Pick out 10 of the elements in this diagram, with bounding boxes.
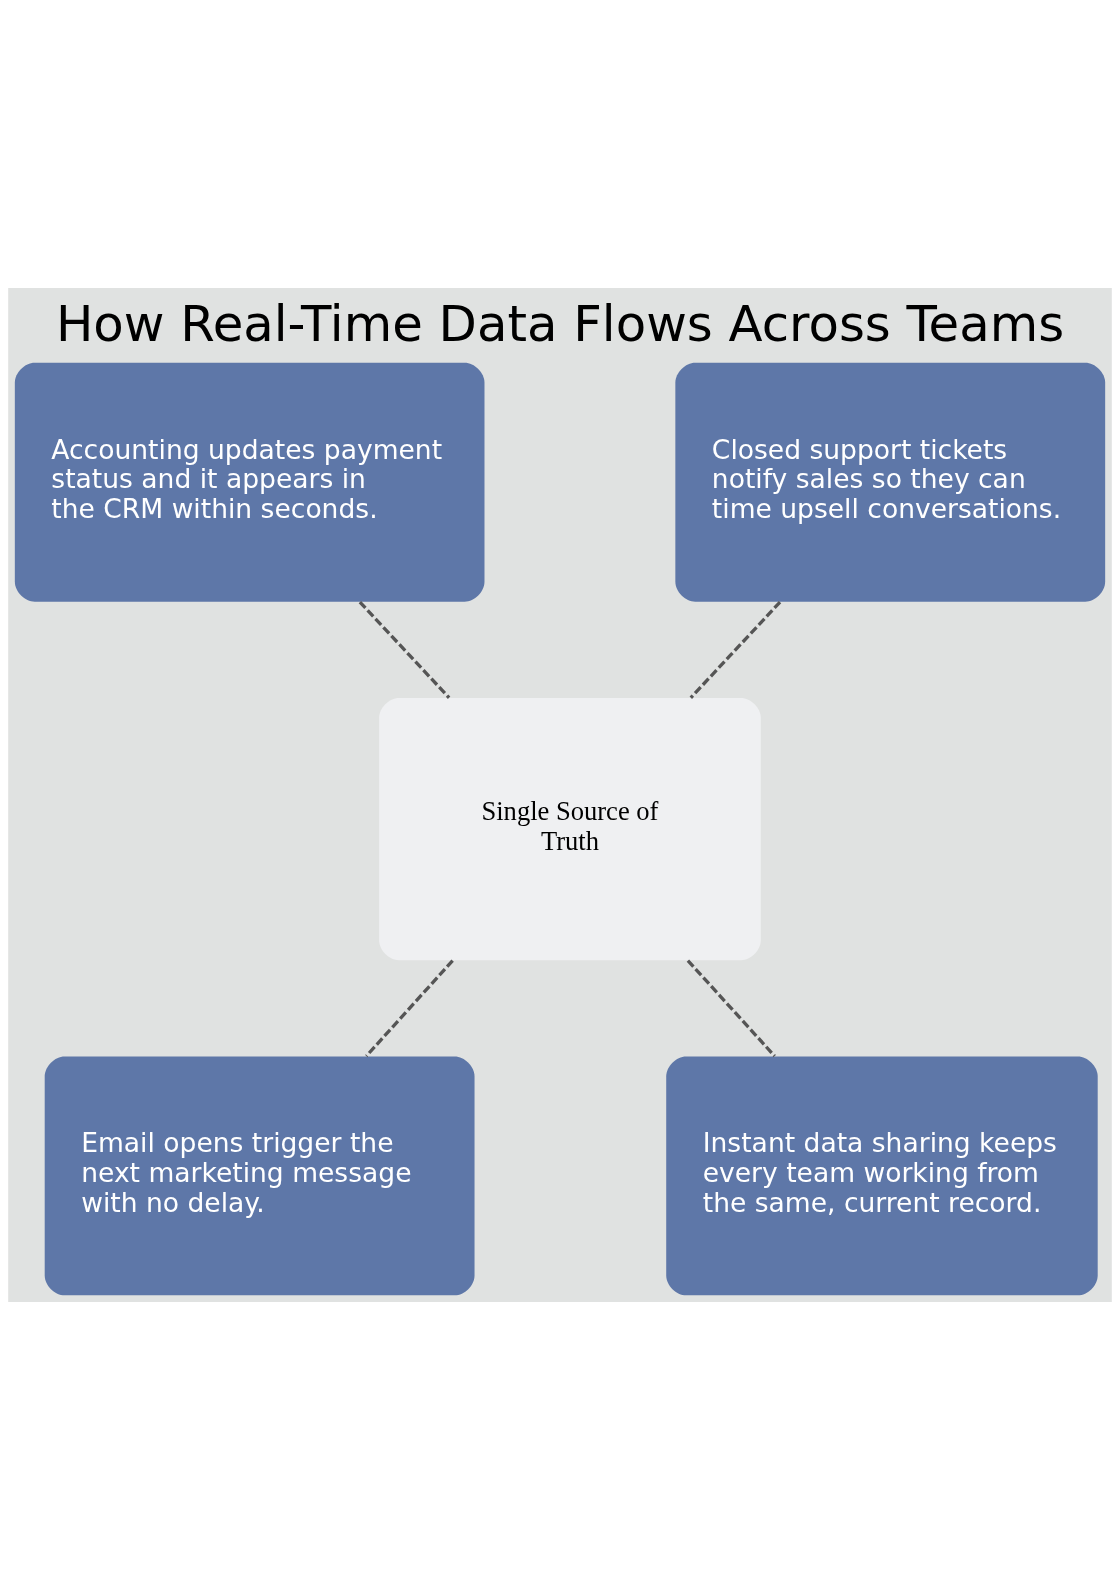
node-box: Accounting updates payment status and it appears in the CRM within seconds. xyxy=(14,362,485,602)
connector xyxy=(686,959,776,1058)
diagram-title: How Real-Time Data Flows Across Teams xyxy=(55,295,1065,354)
node-box: Single Source of Truth xyxy=(379,697,761,961)
connector xyxy=(365,959,454,1058)
connector xyxy=(689,600,782,699)
connector xyxy=(358,600,451,699)
node-box: Email opens trigger the next marketing message with no delay. xyxy=(44,1056,475,1296)
node-box: Closed support tickets notify sales so they can time upsell conversations. xyxy=(675,362,1106,602)
node-box: Instant data sharing keeps every team working from the same, current record. xyxy=(666,1056,1098,1296)
